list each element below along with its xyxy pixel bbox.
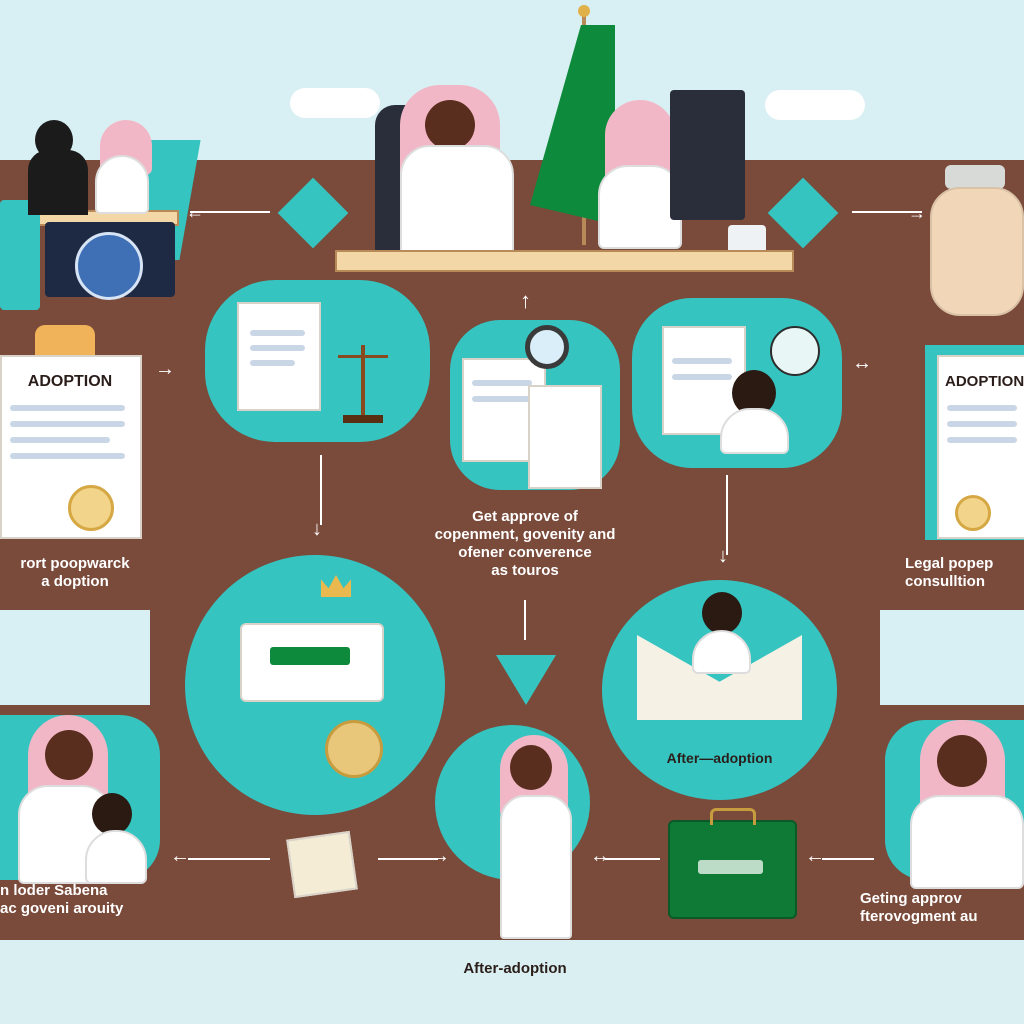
cloud <box>290 88 380 118</box>
document-icon <box>237 302 321 411</box>
arrow <box>524 600 526 640</box>
arrow-head: ← <box>186 202 204 222</box>
arrow <box>726 475 728 555</box>
form-title: ADOPTION <box>27 373 113 390</box>
process-card-child <box>632 298 842 468</box>
scale-icon <box>333 335 393 425</box>
briefcase-icon <box>668 808 797 919</box>
process-card-approval <box>885 720 1024 889</box>
arrow-head: ↓ <box>718 545 728 567</box>
process-card-certificate <box>185 555 445 815</box>
magnifier-icon <box>525 325 569 369</box>
monitor-icon <box>670 90 745 220</box>
jar-icon <box>930 165 1024 316</box>
process-card-after-adoption: After—adoption <box>602 580 837 800</box>
process-card-review <box>450 320 620 490</box>
cloud <box>765 90 865 120</box>
arrow <box>378 858 438 860</box>
arrow-head: ↓ <box>312 518 322 540</box>
crown-icon <box>321 575 351 597</box>
document-icon <box>0 200 40 310</box>
form-title: ADOPTION <box>945 373 1024 390</box>
side-panel <box>880 610 1024 705</box>
process-card-guardian <box>0 715 160 884</box>
judge-desk-scene <box>330 5 794 275</box>
arrow-head: → <box>908 203 926 223</box>
adoption-form: ADOPTION <box>925 345 1024 540</box>
gear-icon <box>325 720 383 778</box>
down-triangle-marker <box>496 655 556 705</box>
seal-icon <box>75 232 143 300</box>
caption-center-mid: Get approve of copenment, govenity and o… <box>434 508 616 579</box>
arrow-head: ← <box>170 845 190 867</box>
arrow <box>188 858 270 860</box>
arrow-head: ↔ <box>852 352 872 374</box>
arrow <box>605 858 660 860</box>
document-icon <box>286 830 358 899</box>
seal-icon <box>68 485 114 531</box>
side-panel <box>0 610 150 705</box>
arrow-head: → <box>430 845 450 867</box>
arrow <box>852 211 922 213</box>
arrow-head: ← <box>805 845 825 867</box>
caption-bottom-left: n loder Sabena ac goveni arouity <box>0 882 124 917</box>
caption-bottom-right: Geting approv fterovogment au <box>860 890 978 925</box>
adoption-form: ADOPTION <box>0 325 142 540</box>
arrow <box>822 858 874 860</box>
arrow <box>320 455 322 525</box>
caption-after-adoption: After—adoption <box>666 750 773 766</box>
arrow-head: ↑ <box>520 288 531 313</box>
caption-right-mid: Legal popep consulltion <box>905 555 994 590</box>
process-card-documents <box>205 280 430 442</box>
arrow-head: → <box>155 358 175 380</box>
office-scene <box>0 120 201 310</box>
arrow <box>190 211 270 213</box>
arrow-head: ↔ <box>590 845 610 867</box>
caption-bottom-center: After-adoption <box>463 960 567 977</box>
caption-left-mid: rort poopwarck a doption <box>20 555 130 590</box>
bottom-strip <box>0 940 1024 1024</box>
child-icon <box>702 592 742 634</box>
child-icon <box>92 793 132 835</box>
